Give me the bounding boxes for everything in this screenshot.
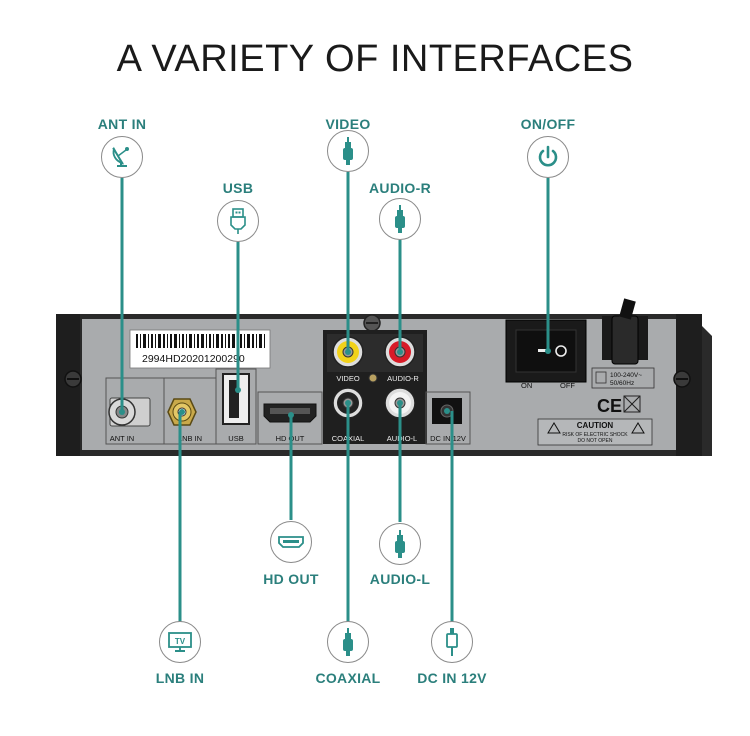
usb-icon	[217, 200, 259, 242]
power-cord	[602, 298, 648, 365]
tv-icon-text: TV	[175, 637, 186, 646]
port-label-video: VIDEO	[336, 374, 360, 383]
rca-jack-icon	[327, 621, 369, 663]
page-title: A VARIETY OF INTERFACES	[116, 38, 634, 80]
label-ant-in: ANT IN	[97, 116, 147, 132]
port-label-ant-in: ANT IN	[110, 434, 134, 443]
port-label-lnb-in: LNB IN	[178, 434, 202, 443]
ant-in-connector	[108, 397, 151, 427]
satellite-dish-icon	[101, 136, 143, 178]
port-label-audio-r: AUDIO-R	[387, 374, 419, 383]
callout-lines	[120, 172, 550, 622]
usb-connector	[222, 373, 250, 425]
switch-label-on: ON	[521, 381, 532, 390]
label-audio-r: AUDIO-R	[369, 180, 431, 196]
label-audio-l: AUDIO-L	[369, 571, 431, 587]
label-dc-in: DC IN 12V	[417, 670, 487, 686]
port-label-audio-l: AUDIO-L	[387, 434, 417, 443]
serial-number: 2994HD20201200290	[142, 353, 245, 365]
label-coaxial: COAXIAL	[315, 670, 381, 686]
dc-in-connector	[432, 398, 462, 424]
rating-line-2: 50/60Hz	[610, 380, 634, 387]
caution-line-1: RISK OF ELECTRIC SHOCK	[562, 432, 628, 438]
dc-plug-icon	[431, 621, 473, 663]
power-icon	[527, 136, 569, 178]
label-on-off: ON/OFF	[520, 116, 576, 132]
port-label-usb: USB	[228, 434, 243, 443]
caution-line-2: DO NOT OPEN	[578, 438, 613, 444]
label-hd-out: HD OUT	[263, 571, 319, 587]
rating-line-1: 100-240V~	[610, 372, 642, 379]
label-video: VIDEO	[325, 116, 371, 132]
serial-sticker	[129, 329, 271, 369]
tv-icon: TV	[159, 621, 201, 663]
rca-jack-icon	[379, 198, 421, 240]
hdmi-icon	[270, 521, 312, 563]
ce-mark: CE	[597, 396, 622, 416]
rca-jack-icon	[327, 130, 369, 172]
label-lnb-in: LNB IN	[155, 670, 205, 686]
switch-label-off: OFF	[560, 381, 575, 390]
label-usb: USB	[222, 180, 254, 196]
rca-jack-icon	[379, 523, 421, 565]
port-label-dc-in: DC IN 12V	[430, 434, 466, 443]
caution-title: CAUTION	[577, 421, 614, 430]
